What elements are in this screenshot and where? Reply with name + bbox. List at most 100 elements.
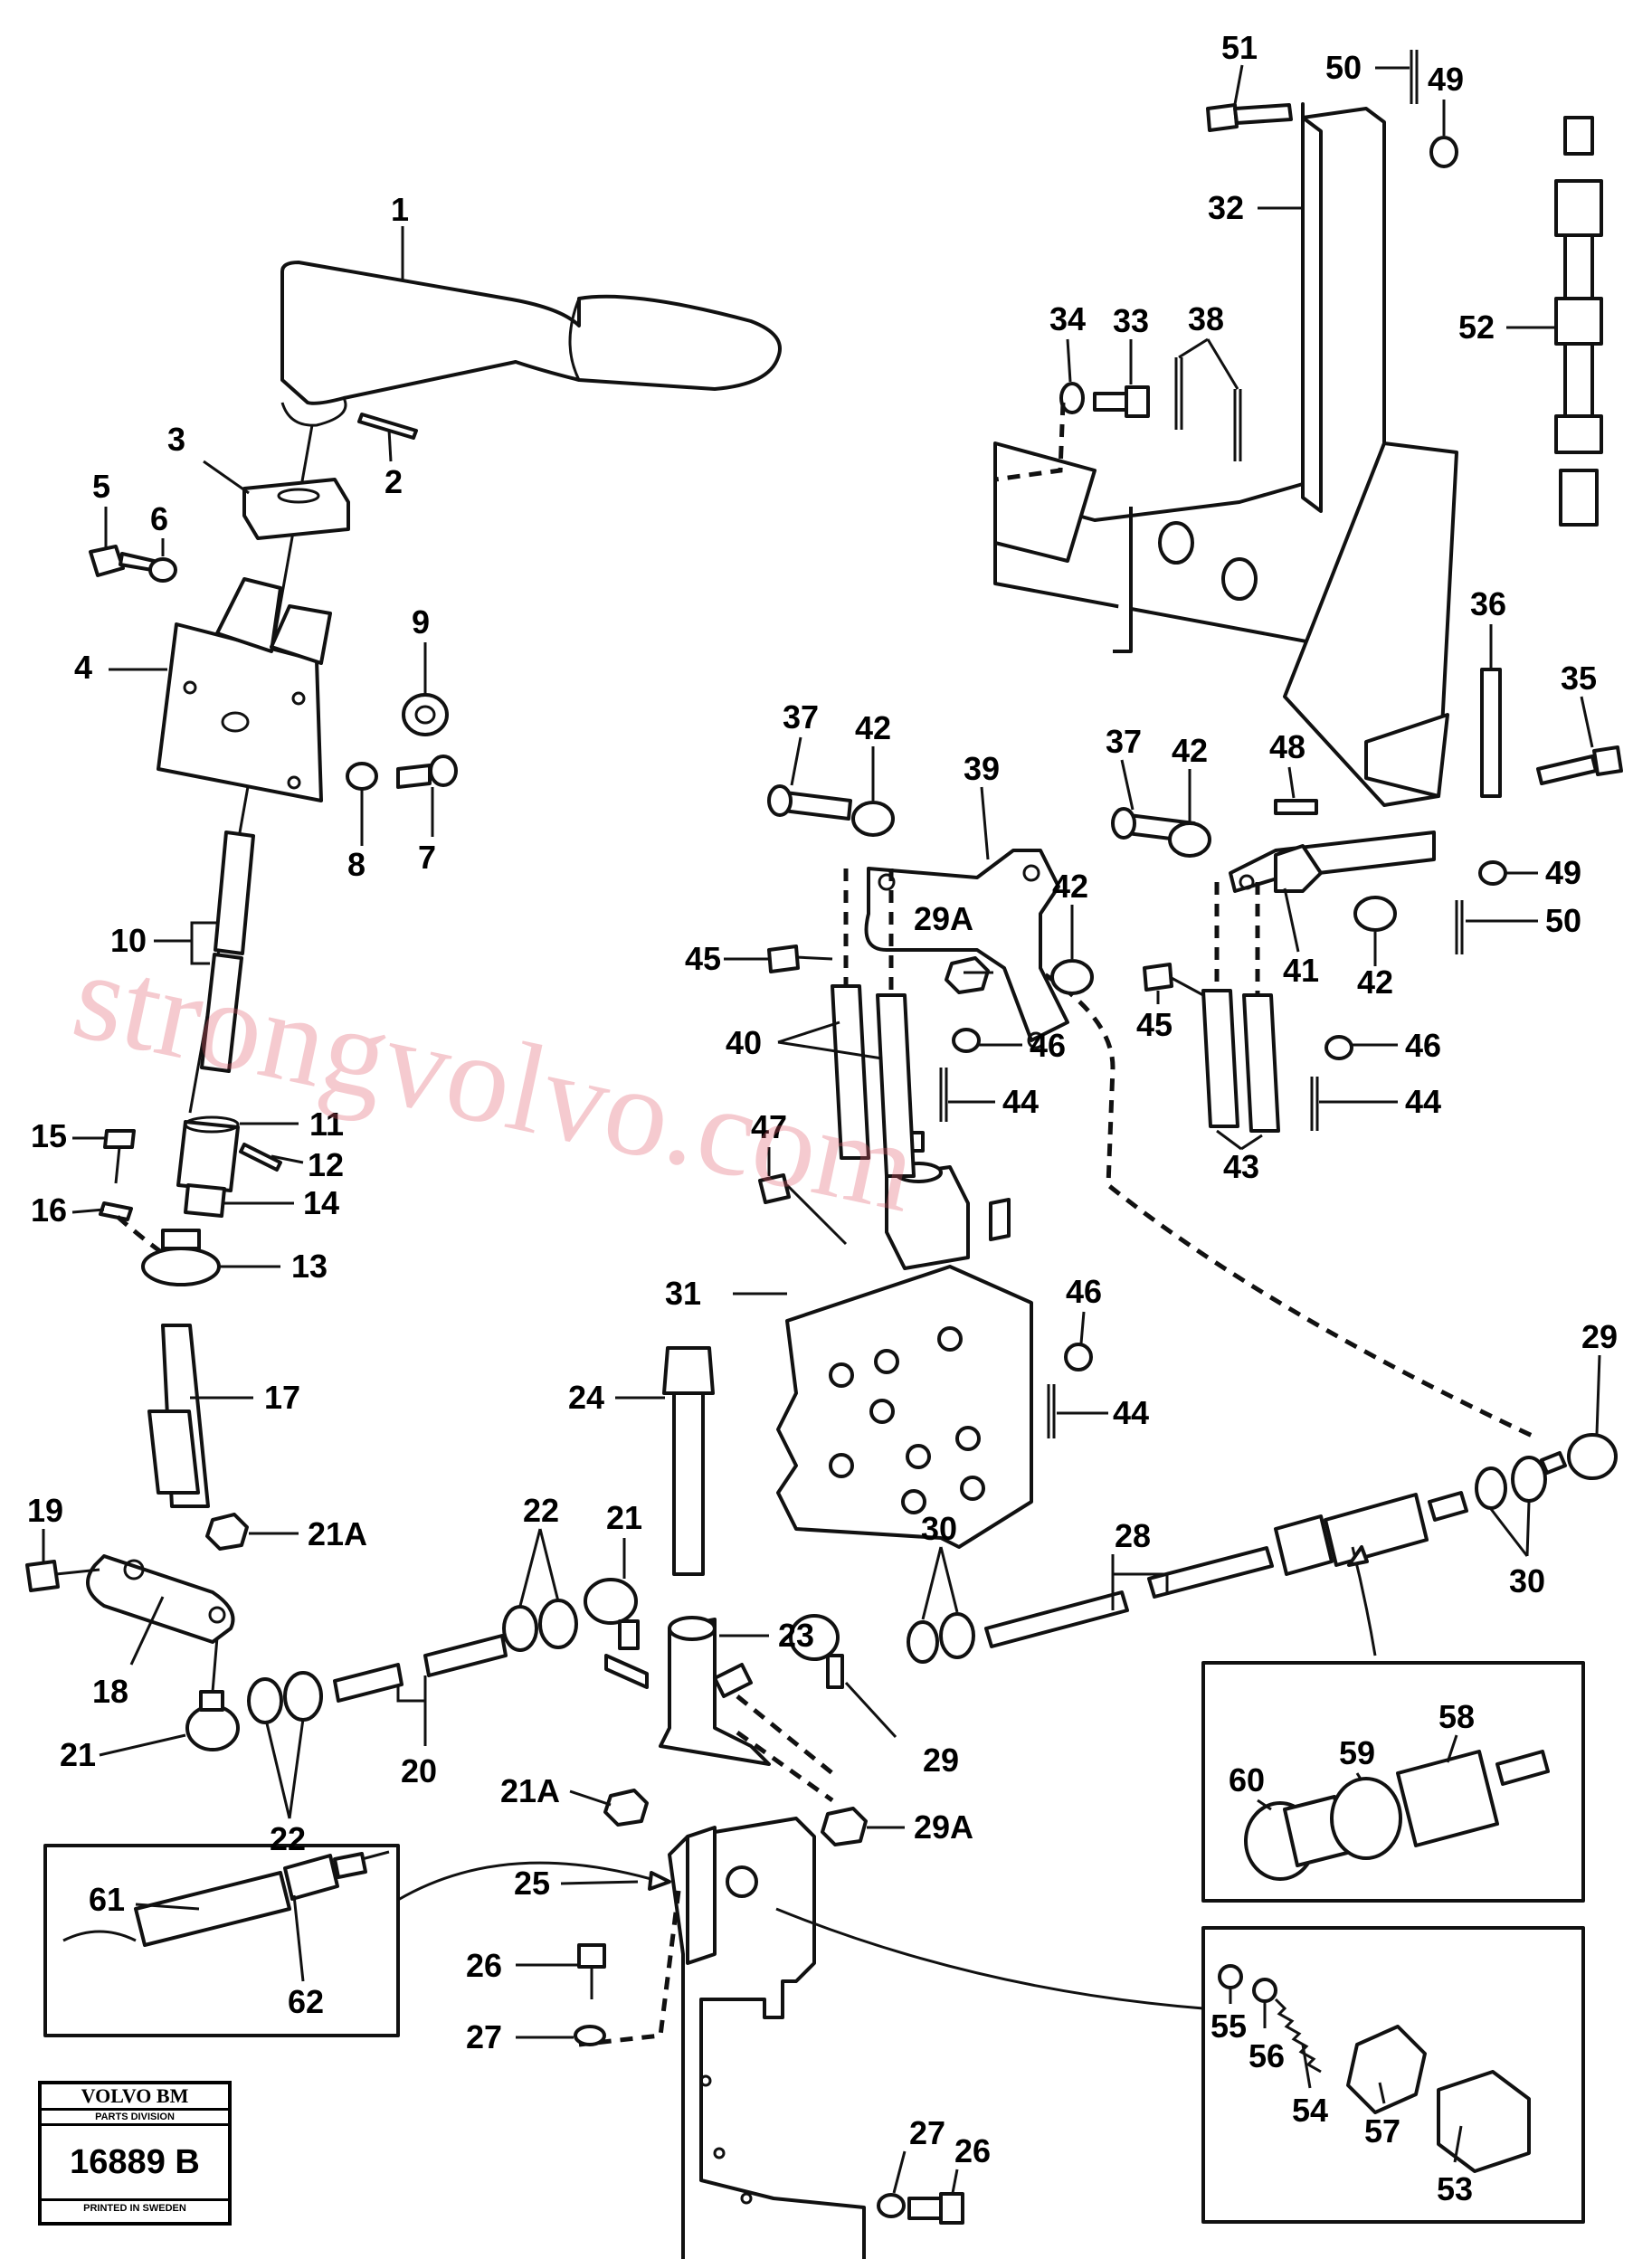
- callout-50-top: 50: [1325, 49, 1362, 86]
- nut: [1475, 1466, 1507, 1510]
- bushing: [1353, 896, 1397, 932]
- callout-61: 61: [89, 1881, 125, 1918]
- screw: [103, 1129, 136, 1149]
- long-bolt: [662, 1346, 715, 1395]
- sensor: [134, 1871, 291, 1947]
- callout-43: 43: [1223, 1148, 1259, 1185]
- callout-41: 41: [1283, 952, 1319, 989]
- callout-56: 56: [1248, 2037, 1285, 2074]
- nut: [1511, 1456, 1547, 1503]
- callout-27-right: 27: [909, 2114, 945, 2151]
- callout-26-right: 26: [954, 2132, 991, 2169]
- washer: [1478, 860, 1507, 886]
- nut: [603, 1789, 649, 1827]
- callout-32: 32: [1208, 189, 1244, 226]
- frame-and-linkage-group: [767, 50, 1623, 1178]
- bolt: [1143, 963, 1173, 992]
- bolt: [758, 1173, 791, 1204]
- inset-detent: [775, 1907, 1585, 2224]
- washer: [877, 2193, 906, 2218]
- callout-37-left: 37: [783, 698, 819, 736]
- callout-62: 62: [288, 1983, 324, 2020]
- callout-46-c: 46: [1405, 1027, 1441, 1064]
- callout-10: 10: [110, 922, 147, 959]
- logo-brand: VOLVO BM: [42, 2084, 228, 2111]
- callout-30-left: 30: [921, 1510, 957, 1547]
- link-plate: [1201, 989, 1239, 1128]
- ball-joint: [789, 1614, 840, 1661]
- callout-37-right: 37: [1106, 723, 1142, 760]
- washer: [148, 557, 177, 583]
- callout-30-right: 30: [1509, 1562, 1545, 1599]
- nut: [821, 1807, 868, 1846]
- callout-4: 4: [74, 649, 92, 686]
- callout-49-right: 49: [1545, 854, 1581, 891]
- callout-8: 8: [347, 846, 366, 883]
- callout-27-left: 27: [466, 2018, 502, 2055]
- callout-60: 60: [1229, 1761, 1265, 1799]
- callout-59: 59: [1339, 1734, 1375, 1771]
- callout-46-b: 46: [1066, 1273, 1102, 1310]
- cable-linkage-group: [907, 961, 1618, 1664]
- callout-5: 5: [92, 468, 110, 505]
- callout-50-right: 50: [1545, 902, 1581, 939]
- callout-52: 52: [1458, 308, 1495, 346]
- callout-51: 51: [1221, 29, 1258, 66]
- callout-19: 19: [27, 1492, 63, 1529]
- callout-29A-lower: 29A: [914, 1808, 973, 1846]
- lever-handle: [280, 261, 782, 405]
- cable-rod: [984, 1590, 1129, 1648]
- callout-labels: 1 2 3 4 5 6 7 8 9 10 11 12 13 14 15 16 1…: [27, 29, 1618, 2207]
- callout-48: 48: [1269, 728, 1305, 765]
- bolt: [577, 1943, 606, 1969]
- logo-division: PARTS DIVISION: [42, 2111, 228, 2126]
- callout-42-a: 42: [855, 709, 891, 746]
- bolt: [907, 2197, 943, 2220]
- callout-22-lower: 22: [270, 1820, 306, 1857]
- bushing: [851, 801, 895, 837]
- detent-ball: [1218, 1964, 1243, 1989]
- callout-42-b: 42: [1052, 868, 1088, 905]
- callout-21A-left: 21A: [308, 1515, 367, 1552]
- callout-29A-upper: 29A: [914, 900, 973, 937]
- callout-9: 9: [412, 603, 430, 641]
- callout-25: 25: [514, 1865, 550, 1902]
- bushing: [1168, 821, 1211, 858]
- nut: [283, 1671, 323, 1722]
- callout-42-d: 42: [1357, 963, 1393, 1001]
- callout-1: 1: [391, 191, 409, 228]
- pin: [357, 413, 418, 440]
- callout-34: 34: [1049, 300, 1086, 337]
- valve-bracket: [668, 1817, 866, 2259]
- callout-49-top: 49: [1428, 61, 1464, 98]
- cable-adjuster: [1274, 1514, 1334, 1576]
- washer: [1064, 1343, 1093, 1372]
- bellcrank-arm: [864, 849, 1069, 1042]
- clip: [99, 1201, 133, 1221]
- nut: [205, 1513, 249, 1551]
- callout-46-a: 46: [1030, 1027, 1066, 1064]
- callout-15: 15: [31, 1117, 67, 1154]
- logo-printed: PRINTED IN SWEDEN: [83, 2203, 186, 2214]
- callout-33: 33: [1113, 302, 1149, 339]
- ball-joint: [185, 1704, 240, 1751]
- link-plate: [876, 993, 916, 1178]
- bolt: [767, 944, 800, 973]
- callout-39: 39: [964, 750, 1000, 787]
- ball-joint: [1567, 1433, 1618, 1480]
- bolt: [1536, 755, 1598, 785]
- adjuster-body: [1396, 1750, 1499, 1847]
- callout-18: 18: [92, 1673, 128, 1710]
- control-lever-group: [25, 261, 782, 1751]
- callout-3: 3: [167, 421, 185, 458]
- callout-21-lower: 21: [60, 1736, 96, 1773]
- callout-2: 2: [385, 463, 403, 500]
- detent-plug: [1437, 2070, 1531, 2173]
- callout-38: 38: [1188, 300, 1224, 337]
- ball-joint: [584, 1578, 638, 1625]
- callout-22-upper: 22: [523, 1492, 559, 1529]
- frame-bracket: [993, 102, 1386, 658]
- inset-sensor: [43, 1844, 671, 2037]
- callout-45-left: 45: [685, 940, 721, 977]
